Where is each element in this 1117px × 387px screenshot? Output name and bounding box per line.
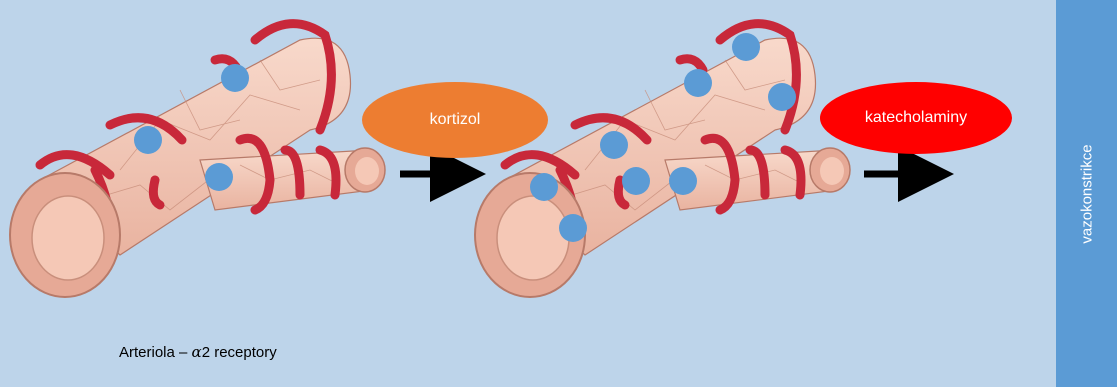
receptor-dot-icon — [221, 64, 249, 92]
receptor-dot-icon — [530, 173, 558, 201]
cortisol-label: kortizol — [362, 82, 548, 158]
catecholamine-label: katecholaminy — [820, 82, 1012, 154]
receptor-dot-icon — [669, 167, 697, 195]
caption-alpha: α — [192, 343, 202, 361]
receptor-dot-icon — [684, 69, 712, 97]
receptor-dot-icon — [600, 131, 628, 159]
receptor-dot-icon — [732, 33, 760, 61]
outcome-label: vazokonstrikce — [1078, 144, 1095, 243]
diagram-canvas — [0, 0, 1056, 387]
receptor-dot-icon — [559, 214, 587, 242]
outcome-sidebar: vazokonstrikce — [1056, 0, 1117, 387]
caption-suffix: 2 receptory — [202, 344, 277, 361]
caption-prefix: Arteriola – — [119, 344, 192, 361]
figure-caption: Arteriola – α2 receptory — [119, 343, 277, 361]
receptor-dot-icon — [205, 163, 233, 191]
arteriole-after-illustration — [475, 24, 850, 297]
receptor-dot-icon — [134, 126, 162, 154]
receptor-dot-icon — [768, 83, 796, 111]
arteriole-before-illustration — [10, 24, 385, 297]
receptor-dot-icon — [622, 167, 650, 195]
